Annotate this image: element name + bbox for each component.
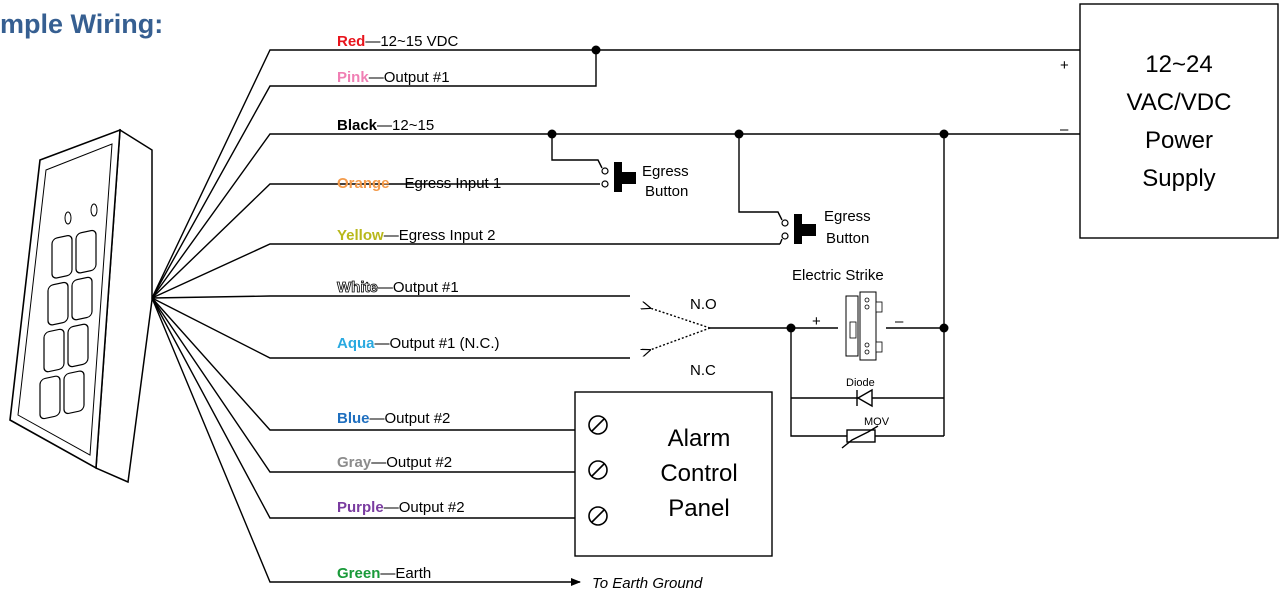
relay-no-label: N.O [690,296,717,313]
egress-button-2-line-1: Egress [824,208,871,225]
suppression-network: Diode MOV [790,328,944,449]
power-supply-plus: + [1060,57,1069,74]
egress-button-1: Egress Button [551,134,689,200]
alarm-panel-line-2: Control [660,460,737,487]
earth-ground-label: To Earth Ground [592,575,703,592]
keypad-reader-device [9,128,153,484]
power-supply-line-2: VAC/VDC [1127,89,1232,116]
egress-button-1-line-1: Egress [642,163,689,180]
egress-button-2-line-2: Button [826,230,869,247]
relay-contacts: N.O N.C [650,296,944,379]
wire-label-yellow: Yellow—Egress Input 2 [337,227,495,244]
electric-strike-minus: – [895,313,904,330]
junction-dots [547,45,949,333]
wire-label-pink: Pink—Output #1 [337,69,450,86]
wire-label-black: Black—12~15 [337,117,434,134]
wire-label-green: Green—Earth [337,565,431,582]
wire-label-red: Red—12~15 VDC [337,33,458,50]
electric-strike-plus: + [812,313,821,330]
egress-button-2: Egress Button [738,134,871,247]
alarm-panel-line-1: Alarm [668,425,731,452]
section-title: mple Wiring: [0,9,163,39]
electric-strike: Electric Strike + – [792,267,904,361]
power-supply-minus: – [1060,121,1069,138]
diode-icon [856,388,873,408]
wire-label-aqua: Aqua—Output #1 (N.C.) [337,335,500,352]
alarm-control-panel: Alarm Control Panel [574,391,773,557]
power-supply-line-4: Supply [1142,165,1215,192]
wire-fan [151,49,1080,586]
egress-button-1-line-2: Button [645,183,688,200]
wire-labels: Red—12~15 VDC Pink—Output #1 Black—12~15… [337,33,502,582]
electric-strike-label: Electric Strike [792,267,884,284]
power-supply-line-3: Power [1145,127,1213,154]
wire-label-orange: Orange—Egress Input 1 [337,175,501,192]
wire-label-purple: Purple—Output #2 [337,499,465,516]
alarm-panel-line-3: Panel [668,495,729,522]
power-supply-line-1: 12~24 [1145,51,1212,78]
wire-label-gray: Gray—Output #2 [337,454,452,471]
wire-label-white: White—Output #1 [337,279,459,296]
relay-nc-label: N.C [690,362,716,379]
wire-label-blue: Blue—Output #2 [337,410,450,427]
diode-label: Diode [846,377,875,389]
power-supply: 12~24 VAC/VDC Power Supply + – [1060,3,1279,239]
mov-label: MOV [864,416,890,428]
